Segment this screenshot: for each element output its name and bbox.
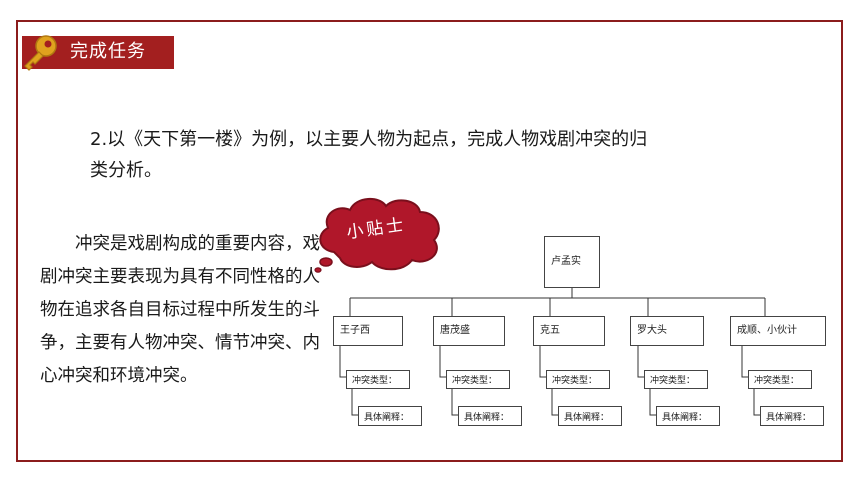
detail-box: 具体阐释： xyxy=(358,406,422,426)
detail-label: 具体阐释： xyxy=(364,412,410,423)
child-node: 克五 xyxy=(533,316,605,346)
child-label: 罗大头 xyxy=(637,325,667,336)
detail-label: 具体阐释： xyxy=(564,412,610,423)
key-icon xyxy=(24,35,57,71)
tip-cloud-icon xyxy=(314,198,440,273)
detail-box: 具体阐释： xyxy=(760,406,824,426)
character-conflict-diagram: 卢孟实 王子西 唐茂盛 克五 罗大头 成顺、小伙计 冲突类型： 冲突类型： 冲突… xyxy=(330,232,830,442)
detail-box: 具体阐释： xyxy=(558,406,622,426)
task-text: 2.以《天下第一楼》为例，以主要人物为起点，完成人物戏剧冲突的归 类分析。 xyxy=(90,124,790,186)
conflict-type-label: 冲突类型： xyxy=(352,376,398,386)
conflict-type-box: 冲突类型： xyxy=(546,370,610,389)
detail-label: 具体阐释： xyxy=(662,412,708,423)
child-label: 克五 xyxy=(540,325,560,336)
conflict-type-label: 冲突类型： xyxy=(650,376,696,386)
child-label: 成顺、小伙计 xyxy=(737,325,797,336)
content-frame xyxy=(16,20,843,462)
child-node: 罗大头 xyxy=(630,316,704,346)
detail-label: 具体阐释： xyxy=(464,412,510,423)
diagram-connectors xyxy=(339,288,766,416)
child-node: 王子西 xyxy=(333,316,403,346)
child-label: 唐茂盛 xyxy=(440,325,470,336)
child-label: 王子西 xyxy=(340,325,370,336)
detail-label: 具体阐释： xyxy=(766,412,812,423)
conflict-type-box: 冲突类型： xyxy=(644,370,708,389)
conflict-type-label: 冲突类型： xyxy=(552,376,598,386)
conflict-type-box: 冲突类型： xyxy=(446,370,510,389)
task-line-1: 2.以《天下第一楼》为例，以主要人物为起点，完成人物戏剧冲突的归 xyxy=(90,129,648,150)
section-title: 完成任务 xyxy=(70,41,146,62)
conflict-type-label: 冲突类型： xyxy=(452,376,498,386)
detail-box: 具体阐释： xyxy=(656,406,720,426)
task-line-2: 类分析。 xyxy=(90,160,162,181)
child-node: 唐茂盛 xyxy=(433,316,505,346)
detail-box: 具体阐释： xyxy=(458,406,522,426)
root-label: 卢孟实 xyxy=(551,256,581,267)
child-node: 成顺、小伙计 xyxy=(730,316,826,346)
explanation-paragraph: 冲突是戏剧构成的重要内容，戏剧冲突主要表现为具有不同性格的人物在追求各自目标过程… xyxy=(40,234,320,386)
conflict-type-box: 冲突类型： xyxy=(346,370,410,389)
conflict-type-box: 冲突类型： xyxy=(748,370,812,389)
conflict-type-label: 冲突类型： xyxy=(754,376,800,386)
root-node: 卢孟实 xyxy=(544,236,600,288)
